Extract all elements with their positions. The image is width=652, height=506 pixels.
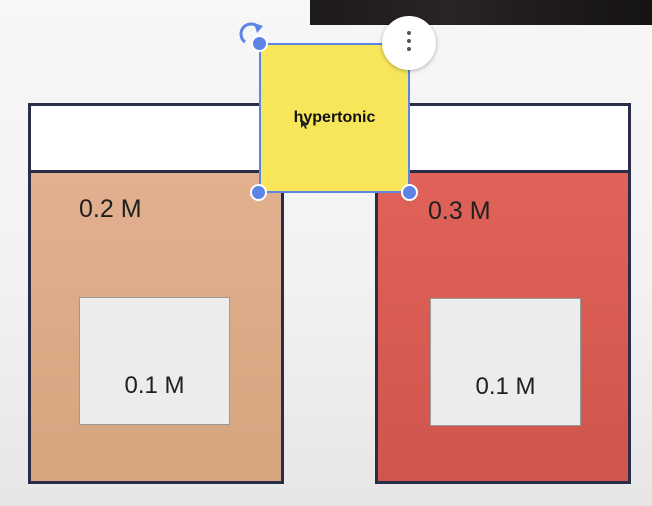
- left-solution: 0.2 M 0.1 M: [31, 170, 281, 481]
- sticky-note[interactable]: hypertonic: [259, 43, 410, 193]
- more-options-icon: [407, 31, 411, 55]
- move-cursor-icon: [301, 119, 309, 129]
- left-cell: 0.1 M: [79, 297, 230, 425]
- left-solution-concentration: 0.2 M: [79, 195, 142, 223]
- rotate-icon[interactable]: [237, 20, 267, 50]
- left-beaker: 0.2 M 0.1 M: [28, 103, 284, 484]
- more-options-button[interactable]: [382, 16, 436, 70]
- right-solution-concentration: 0.3 M: [428, 197, 491, 225]
- resize-handle-bottom-right[interactable]: [401, 184, 418, 201]
- right-beaker: 0.3 M 0.1 M: [375, 103, 631, 484]
- right-cell-concentration: 0.1 M: [475, 373, 536, 400]
- resize-handle-bottom-left[interactable]: [250, 184, 267, 201]
- right-cell: 0.1 M: [430, 298, 581, 426]
- sticky-note-text[interactable]: hypertonic: [293, 109, 376, 126]
- webcam-overlay: [310, 0, 652, 25]
- resize-handle-top-left[interactable]: [251, 35, 268, 52]
- right-solution: 0.3 M 0.1 M: [378, 170, 628, 481]
- left-cell-concentration: 0.1 M: [124, 372, 185, 399]
